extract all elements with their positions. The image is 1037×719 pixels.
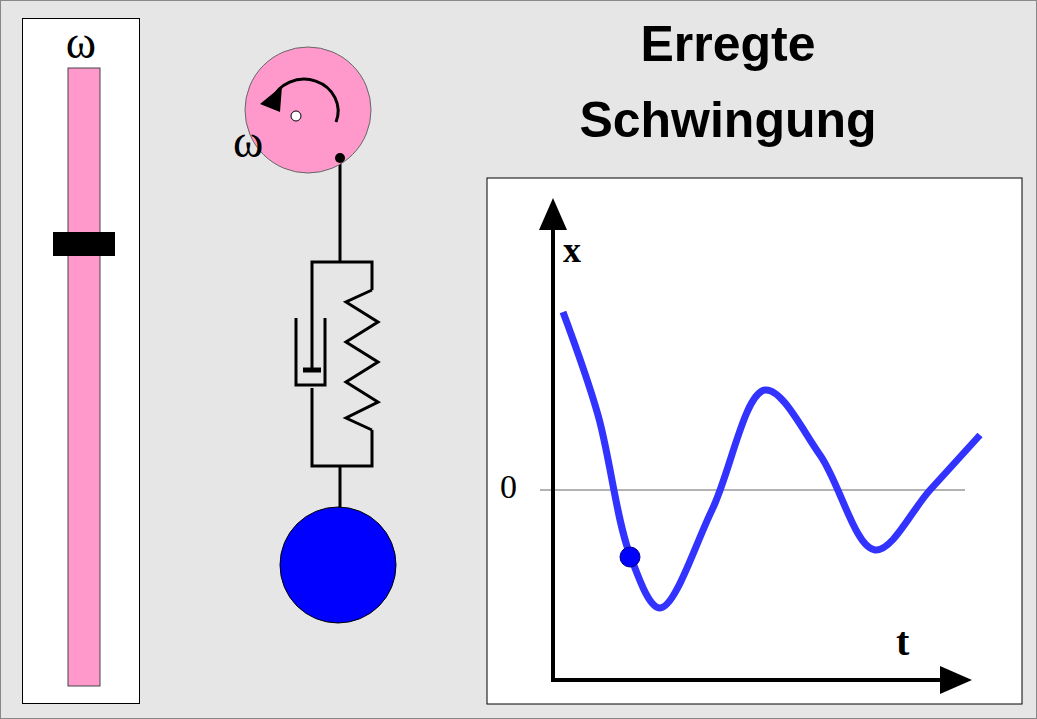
rotation-arrow	[272, 79, 338, 122]
panel-outline	[23, 19, 140, 704]
axis-arrow	[539, 198, 567, 230]
current-point	[620, 547, 640, 567]
spring-damper	[296, 262, 378, 466]
axis-arrow	[940, 666, 972, 694]
slider-panel: ω	[22, 18, 140, 704]
title-block: Erregte Schwingung	[538, 6, 918, 158]
slider-bar	[68, 68, 100, 686]
slider-bar	[68, 68, 100, 686]
y-axis	[551, 225, 555, 682]
graph-frame	[487, 178, 1022, 704]
zero-line	[540, 490, 965, 491]
arrow-head	[260, 86, 282, 112]
oscillation-curve	[563, 312, 980, 608]
crank-pin	[335, 153, 345, 163]
rod	[339, 158, 342, 262]
omega-symbol: ω	[22, 20, 140, 66]
axis-label: x	[563, 232, 581, 268]
slider-handle	[53, 232, 115, 256]
panel-shape	[12, 8, 150, 714]
omega-symbol: ω	[233, 119, 263, 165]
mass	[280, 507, 396, 623]
axis-value: 0	[500, 470, 517, 504]
slider-handle	[53, 232, 115, 256]
drive-disk: ω	[245, 47, 371, 173]
axis-label: t	[896, 622, 909, 662]
disk-outline	[245, 47, 371, 173]
rod	[339, 466, 342, 508]
axle	[291, 111, 301, 121]
title: Erregte Schwingung	[538, 6, 918, 158]
x-axis	[551, 678, 945, 682]
